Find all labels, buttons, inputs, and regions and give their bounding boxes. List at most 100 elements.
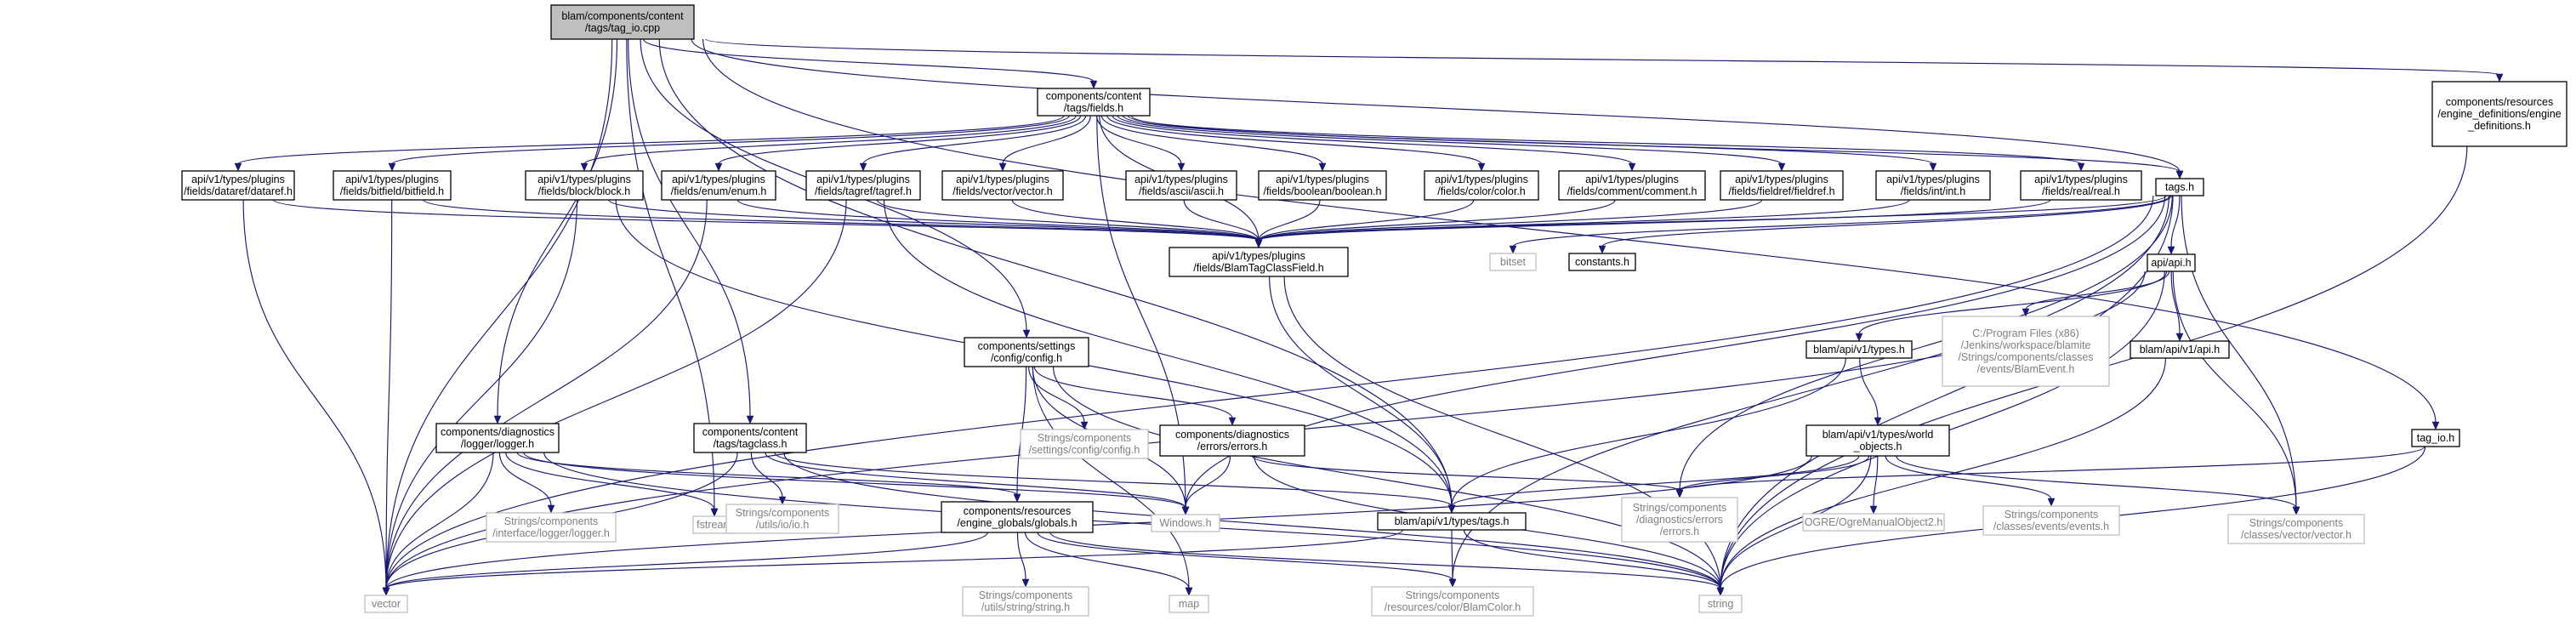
node-api-h[interactable]: api/api.h xyxy=(2147,253,2196,272)
node-label-line: components/diagnostics xyxy=(441,426,554,438)
arrowhead-icon xyxy=(778,496,787,505)
node-box xyxy=(550,4,695,40)
node-label-line: /fields/block/block.h xyxy=(538,185,630,197)
node-label-line: api/v1/types/plugins xyxy=(816,174,910,185)
node-label-line: tag_io.h xyxy=(2417,432,2455,444)
node-constants[interactable]: constants.h xyxy=(1568,253,1636,271)
dependency-edge-blam_types-to-world_objects xyxy=(1859,357,1879,419)
node-int[interactable]: api/v1/types/plugins/fields/int/int.h xyxy=(1875,170,1991,201)
dependency-edge-bitfield-to-blamtagclassfield xyxy=(423,199,1260,242)
node-logger[interactable]: components/diagnostics/logger/logger.h xyxy=(435,423,560,453)
dependency-edge-blam_tags-to-string xyxy=(1463,529,1721,589)
dependency-edge-config-to-str_config xyxy=(1028,366,1085,424)
dependency-edge-errors-to-windows xyxy=(1185,455,1231,509)
node-box xyxy=(1151,514,1220,532)
dependency-edge-world_objects-to-blam_tags xyxy=(1451,455,1860,507)
arrowhead-icon xyxy=(1177,162,1186,172)
dependency-edge-vector_h-to-blamtagclassfield xyxy=(1011,199,1260,242)
node-blam-types[interactable]: blam/api/v1/types.h xyxy=(1805,340,1913,359)
node-tag-io-h[interactable]: tag_io.h xyxy=(2411,429,2460,447)
node-vector-h[interactable]: api/v1/types/plugins/fields/vector/vecto… xyxy=(941,170,1064,201)
node-block[interactable]: api/v1/types/plugins/fields/block/block.… xyxy=(525,170,644,201)
node-label-line: api/v1/types/plugins xyxy=(1886,174,1980,185)
arrowhead-icon xyxy=(1447,504,1456,514)
dependency-edge-tagref-to-blamtagclassfield xyxy=(876,199,1260,242)
dependency-edge-tagclass-to-windows xyxy=(765,452,1186,509)
node-label-line: C:/Program Files (x86) xyxy=(1972,327,2079,339)
node-label-line: /fields/color/color.h xyxy=(1437,185,1526,197)
node-fields-h[interactable]: components/content/tags/fields.h xyxy=(1037,88,1151,117)
dependency-edge-tagref-to-blam_tags xyxy=(883,199,1453,507)
dependency-edge-config-to-string xyxy=(1052,366,1721,589)
node-label-line: /interface/logger/logger.h xyxy=(492,527,610,539)
node-box xyxy=(364,595,408,613)
node-tagclass[interactable]: components/content/tags/tagclass.h xyxy=(693,423,807,453)
node-fieldref[interactable]: api/v1/types/plugins/fields/fieldref/fie… xyxy=(1720,170,1844,201)
node-enum[interactable]: api/v1/types/plugins/fields/enum/enum.h xyxy=(661,170,776,201)
arrowhead-icon xyxy=(859,162,867,172)
node-ascii[interactable]: api/v1/types/plugins/fields/ascii/ascii.… xyxy=(1125,170,1237,201)
node-str-errors: Strings/components/diagnostics/errors/er… xyxy=(1621,497,1738,543)
dependency-edge-globals-to-str_string xyxy=(1016,532,1026,581)
node-label-line: blam/api/v1/api.h xyxy=(2140,344,2221,356)
node-tag-io-cpp[interactable]: blam/components/content/tags/tag_io.cpp xyxy=(550,4,695,40)
node-label-line: /config/config.h xyxy=(991,352,1062,364)
node-engine-defs[interactable]: components/resources/engine_definitions/… xyxy=(2431,81,2567,147)
node-tagref[interactable]: api/v1/types/plugins/fields/tagref/tagre… xyxy=(805,170,921,201)
node-label-line: components/settings xyxy=(978,340,1076,352)
node-errors[interactable]: components/diagnostics/errors/errors.h xyxy=(1159,424,1305,457)
dependency-edge-config-to-map xyxy=(1032,366,1190,589)
node-blam-tags[interactable]: blam/api/v1/types/tags.h xyxy=(1377,512,1527,531)
node-real[interactable]: api/v1/types/plugins/fields/real/real.h xyxy=(2020,170,2142,201)
node-blam-api[interactable]: blam/api/v1/api.h xyxy=(2130,340,2230,359)
dependency-edge-tags_h-to-api_h xyxy=(2170,195,2181,248)
dependency-edge-tag_io_cpp-to-vector xyxy=(385,38,613,589)
dependency-edge-fields_h-to-color xyxy=(1106,115,1482,165)
dependency-edge-globals-to-string xyxy=(1049,532,1721,589)
dependency-edge-logger-to-vector xyxy=(385,452,494,589)
node-box xyxy=(1698,595,1743,613)
node-label-line: Strings/components xyxy=(1038,432,1131,444)
node-blamtagclassfield[interactable]: api/v1/types/plugins/fields/BlamTagClass… xyxy=(1169,247,1349,277)
arrowhead-icon xyxy=(547,504,555,514)
dependency-edge-logger-to-str_logger xyxy=(498,452,552,507)
node-label-line: /Strings/components/classes xyxy=(1958,351,2093,363)
arrowhead-icon xyxy=(1509,245,1517,254)
node-label-line: blam/api/v1/types/tags.h xyxy=(1395,515,1510,527)
arrowhead-icon xyxy=(1716,587,1725,596)
node-box xyxy=(2130,340,2230,359)
node-box xyxy=(486,512,617,543)
dependency-edge-blam_tags-to-blamcolor xyxy=(1451,529,1453,581)
node-label-line: /fields/bitfield/bitfield.h xyxy=(340,185,444,197)
node-label-line: blam/api/v1/types.h xyxy=(1813,344,1905,356)
node-label-line: blam/api/v1/types/world xyxy=(1823,429,1934,441)
dependency-edge-fields_h-to-tags_h xyxy=(1130,115,2181,173)
node-world-objects[interactable]: blam/api/v1/types/world_objects.h xyxy=(1805,424,1950,457)
node-config[interactable]: components/settings/config/config.h xyxy=(964,337,1089,367)
node-globals[interactable]: components/resources/engine_globals/glob… xyxy=(941,501,1094,533)
node-label-line: /fields/comment/comment.h xyxy=(1567,185,1697,197)
node-bitfield[interactable]: api/v1/types/plugins/fields/bitfield/bit… xyxy=(333,170,452,201)
node-box xyxy=(333,170,452,201)
node-windows: Windows.h xyxy=(1151,514,1220,532)
node-box xyxy=(435,423,560,453)
node-label-line: /diagnostics/errors xyxy=(1636,514,1723,526)
dependency-edge-int-to-blamtagclassfield xyxy=(1258,199,1910,242)
node-dataref[interactable]: api/v1/types/plugins/fields/dataref/data… xyxy=(181,170,295,201)
node-boolean[interactable]: api/v1/types/plugins/fields/boolean/bool… xyxy=(1258,170,1387,201)
node-label-line: /fields/dataref/dataref.h xyxy=(184,185,293,197)
arrowhead-icon xyxy=(1869,505,1878,515)
dependency-edge-comment-to-blamtagclassfield xyxy=(1258,199,1616,242)
node-label-line: /settings/config/config.h xyxy=(1029,444,1140,456)
node-label-line: /utils/string/string.h xyxy=(981,601,1070,613)
arrowhead-icon xyxy=(714,162,723,172)
node-comment[interactable]: api/v1/types/plugins/fields/comment/comm… xyxy=(1558,170,1706,201)
node-label-line: /fields/vector/vector.h xyxy=(952,185,1052,197)
node-tags-h[interactable]: tags.h xyxy=(2155,178,2204,196)
dependency-edge-block-to-vector xyxy=(385,199,578,589)
node-label-line: api/v1/types/plugins xyxy=(1212,250,1305,262)
node-color[interactable]: api/v1/types/plugins/fields/color/color.… xyxy=(1424,170,1539,201)
dependency-edge-globals-to-vector xyxy=(385,532,988,589)
node-label-line: /fields/BlamTagClassField.h xyxy=(1193,262,1324,274)
dependency-edge-config-to-errors xyxy=(1033,366,1233,419)
